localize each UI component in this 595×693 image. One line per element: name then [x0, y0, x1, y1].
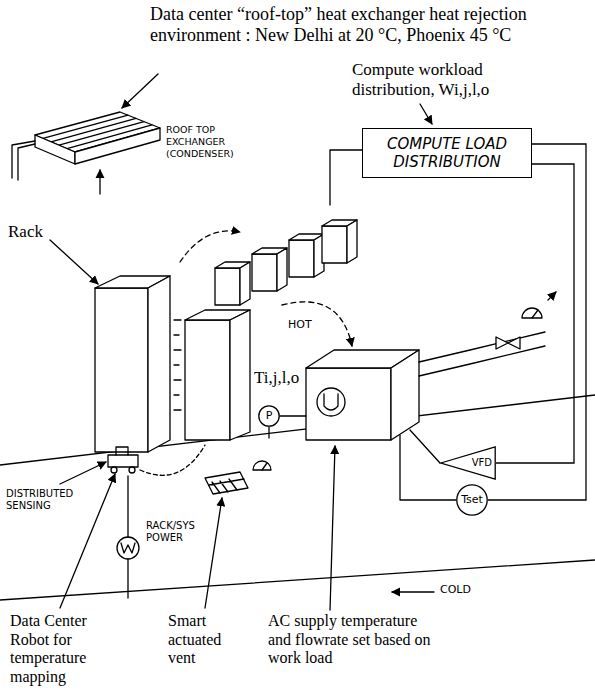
heading-note: Data center “roof-top” heat exchanger he… — [150, 4, 590, 46]
setpoint-circle: Tset — [456, 484, 488, 516]
coolant-pipes-part — [508, 337, 520, 349]
rooftop-exchanger-part — [99, 170, 100, 194]
setpoint-circle-shape — [457, 485, 487, 515]
compute-link-wire — [330, 150, 362, 205]
robot-part — [140, 445, 205, 475]
ac-unit-part — [317, 388, 345, 416]
coolant-pipes-part — [532, 292, 556, 318]
server-rack-part — [95, 288, 148, 452]
raised-floor-part — [0, 395, 595, 465]
node-text: Tset — [461, 493, 483, 506]
callout-label: Rack — [8, 222, 43, 242]
rooftop-exchanger-part — [75, 128, 160, 164]
back-rack-row-part — [240, 262, 250, 305]
sketch-label: ROOF TOP EXCHANGER (CONDENSER) — [166, 124, 246, 160]
server-rack-part — [230, 310, 250, 440]
vfd-triangle-shape — [441, 447, 495, 479]
robot-part — [108, 455, 138, 467]
power-meter-part — [117, 537, 139, 559]
server-rack-part — [148, 276, 170, 452]
cold-flow-arrow-part — [392, 591, 434, 592]
ac-unit-part — [391, 350, 419, 440]
node-text: VFD — [472, 457, 492, 469]
sketch-label: DISTRIBUTED SENSING — [6, 488, 96, 512]
ac-unit-part — [410, 430, 440, 463]
pressure-sensor-circle-shape — [259, 406, 279, 426]
smart-vent-part — [262, 463, 267, 470]
sketch-label: RACK/SYS POWER — [146, 520, 208, 544]
leader-arrows-part — [60, 462, 106, 484]
pressure-sensor-circle: P — [258, 405, 280, 427]
power-meter — [117, 476, 139, 598]
coolant-pipes-part — [419, 332, 545, 376]
vfd-triangle: VFD — [440, 446, 496, 480]
back-rack-row-part — [322, 226, 347, 263]
server-rack — [95, 276, 250, 452]
back-rack-row-part — [289, 240, 314, 277]
smart-vent — [205, 461, 271, 494]
robot — [108, 445, 205, 475]
node-text: COMPUTE LOAD DISTRIBUTION — [371, 135, 523, 171]
ac-unit-part — [306, 368, 391, 440]
flow-label: COLD — [440, 583, 471, 596]
smart-vent-part — [205, 472, 248, 494]
rooftop-exchanger-part — [35, 135, 75, 164]
rooftop-exchanger-part — [12, 141, 35, 180]
callout-label: Smart actuated vent — [168, 612, 250, 668]
ac-unit-part — [400, 435, 456, 500]
robot-part — [116, 447, 128, 455]
power-meter-part — [121, 543, 135, 553]
raised-floor — [0, 395, 595, 600]
leader-arrows-part — [420, 104, 432, 124]
leader-arrows-part — [330, 446, 335, 610]
callout-label: Data Center Robot for temperature mappin… — [10, 612, 122, 686]
control-wire — [488, 144, 586, 500]
callout-label: AC supply temperature and flowrate set b… — [268, 612, 443, 668]
node-text: P — [266, 409, 273, 422]
leader-arrows-part — [122, 74, 158, 108]
ac-unit-part — [324, 394, 338, 410]
temperature-label: Ti,j,l,o — [254, 368, 299, 388]
leader-arrows-part — [50, 240, 98, 284]
cold-flow-arrow — [392, 591, 434, 592]
robot-part — [111, 467, 117, 473]
leader-arrows-part — [205, 498, 222, 608]
back-rack-row-part — [252, 254, 277, 291]
coolant-pipes-part — [496, 337, 508, 349]
flow-label: HOT — [288, 318, 312, 331]
smart-vent-part — [209, 479, 244, 493]
back-rack-row — [215, 220, 357, 305]
raised-floor-part — [0, 560, 595, 600]
robot-part — [129, 467, 135, 473]
back-rack-row-part — [277, 248, 287, 291]
hot-aisle-flow-part — [282, 302, 352, 346]
coolant-pipes-part — [522, 308, 542, 318]
control-wire — [496, 164, 574, 463]
coolant-pipes — [419, 292, 556, 376]
power-meter-part — [127, 476, 128, 598]
rooftop-exchanger — [12, 112, 160, 194]
hot-aisle-flow-part — [180, 231, 240, 262]
server-rack-part — [185, 320, 230, 440]
callout-note: Compute workload distribution, Wi,j,l,o — [352, 60, 532, 100]
process-box: COMPUTE LOAD DISTRIBUTION — [362, 128, 532, 178]
back-rack-row-part — [215, 268, 240, 305]
compute-link-wire-part — [330, 150, 362, 205]
server-rack-part — [174, 320, 181, 410]
smart-vent-part — [253, 461, 271, 470]
back-rack-row-part — [347, 220, 357, 263]
